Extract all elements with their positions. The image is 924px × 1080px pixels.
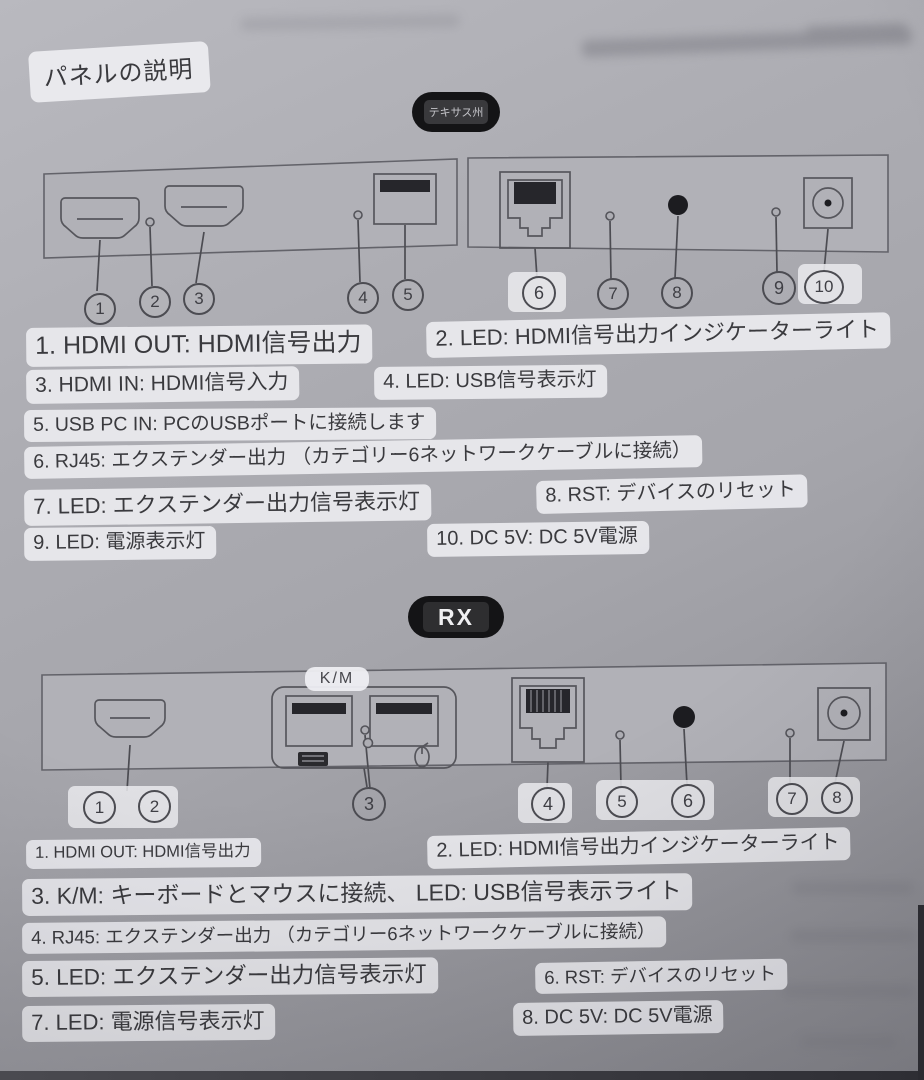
bleed-through-text [792, 882, 914, 894]
usb-led-icon [353, 210, 363, 220]
rx-panel-diagram [41, 662, 887, 792]
hdmi-led-icon [145, 217, 155, 227]
tx-badge: テキサス州 [412, 92, 500, 132]
bleed-through-text [581, 27, 913, 58]
tx-callout-8: 8 [661, 277, 693, 309]
page-title: パネルの説明 [28, 41, 211, 103]
bleed-through-text [782, 985, 914, 997]
hdmi-out-port-icon [94, 699, 166, 738]
keyboard-icon [298, 752, 328, 766]
rx-desc-8: 8. DC 5V: DC 5V電源 [513, 1000, 724, 1036]
tx-desc-6: 6. RJ45: エクステンダー出力 （カテゴリー6ネットワークケーブルに接続） [24, 435, 703, 480]
rx-callout-4: 4 [531, 787, 565, 821]
rx-badge: RX [408, 596, 504, 638]
tx-desc-4: 4. LED: USB信号表示灯 [374, 364, 608, 400]
bleed-through-text [800, 1036, 896, 1047]
photo-right-edge [918, 905, 924, 1080]
rx-desc-2: 2. LED: HDMI信号出力インジケーターライト [427, 827, 851, 869]
tx-desc-5: 5. USB PC IN: PCのUSBポートに接続します [24, 407, 437, 443]
rst-button-icon [668, 195, 688, 215]
tx-callout-1: 1 [84, 293, 116, 325]
rx-desc-4: 4. RJ45: エクステンダー出力 （カテゴリー6ネットワークケーブルに接続） [22, 916, 667, 955]
tx-callout-9: 9 [762, 271, 796, 305]
tx-desc-10: 10. DC 5V: DC 5V電源 [427, 520, 649, 557]
usb-port-icon [373, 173, 437, 225]
tx-badge-label: テキサス州 [424, 100, 488, 124]
tx-desc-7: 7. LED: エクステンダー出力信号表示灯 [24, 484, 432, 526]
rx-desc-3: 3. K/M: キーボードとマウスに接続、 LED: USB信号表示ライト [22, 873, 693, 916]
power-led-icon [785, 728, 795, 738]
tx-callout-10: 10 [804, 270, 844, 304]
extender-led-icon [615, 730, 625, 740]
tx-callout-7: 7 [597, 278, 629, 310]
rj45-port-icon [499, 171, 571, 249]
power-led-icon [771, 207, 781, 217]
bleed-through-text [239, 14, 461, 31]
dc-jack-icon [817, 687, 871, 741]
tx-desc-3: 3. HDMI IN: HDMI信号入力 [26, 366, 300, 405]
hdmi-in-port-icon [164, 185, 244, 227]
usb-led-icon [362, 737, 374, 749]
tx-desc-2: 2. LED: HDMI信号出力インジケーターライト [426, 312, 891, 358]
tx-panel-left [43, 158, 458, 259]
tx-callout-3: 3 [183, 283, 215, 315]
bleed-through-text [790, 930, 916, 942]
rx-callout-1: 1 [83, 791, 116, 824]
tx-callout-6: 6 [522, 276, 556, 310]
tx-callout-5: 5 [392, 279, 424, 311]
photo-bottom-edge [0, 1071, 924, 1080]
rx-desc-5: 5. LED: エクステンダー出力信号表示灯 [22, 957, 438, 998]
rx-callout-5: 5 [606, 786, 638, 818]
dc-jack-icon [803, 177, 853, 229]
rx-callout-6: 6 [671, 784, 705, 818]
rx-panel-body [41, 662, 887, 771]
rx-leader-lines [126, 728, 845, 792]
tx-callout-4: 4 [347, 282, 379, 314]
mouse-icon [414, 742, 430, 768]
tx-desc-9: 9. LED: 電源表示灯 [24, 525, 217, 561]
rx-desc-7: 7. LED: 電源信号表示灯 [22, 1003, 276, 1042]
hdmi-out-port-icon [60, 197, 140, 239]
rx-callout-3: 3 [352, 787, 386, 821]
km-label: K/M [305, 667, 369, 691]
rx-callout-7: 7 [776, 783, 808, 815]
rx-callout-2: 2 [138, 790, 171, 823]
rx-desc-6: 6. RST: デバイスのリセット [535, 958, 788, 995]
rx-badge-label: RX [423, 602, 489, 632]
rx-callout-8: 8 [821, 782, 853, 814]
tx-panel-diagram [43, 154, 889, 292]
rst-button-icon [673, 706, 695, 728]
tx-callout-2: 2 [139, 286, 171, 318]
hdmi-led-icon [360, 725, 370, 735]
extender-led-icon [605, 211, 615, 221]
tx-desc-1: 1. HDMI OUT: HDMI信号出力 [26, 324, 373, 368]
rx-desc-1: 1. HDMI OUT: HDMI信号出力 [26, 837, 262, 869]
bleed-through-text [805, 22, 907, 37]
rj45-port-icon [511, 677, 585, 763]
tx-desc-8: 8. RST: デバイスのリセット [536, 474, 808, 514]
